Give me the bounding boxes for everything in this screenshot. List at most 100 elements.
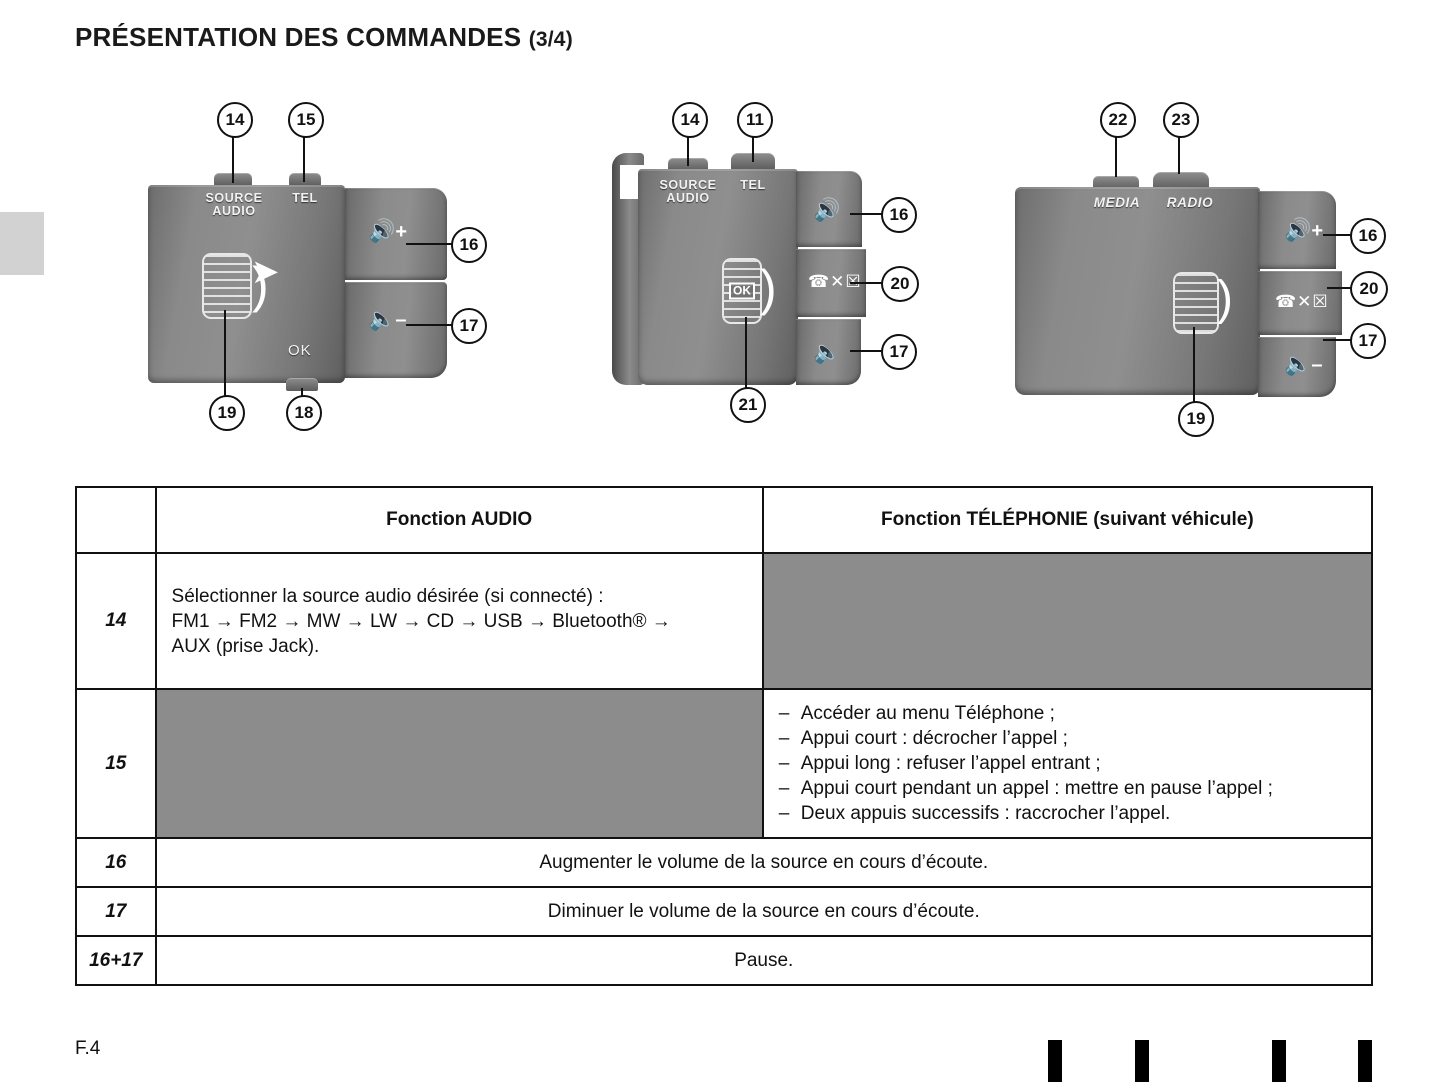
telephone-function-list: –Accéder au menu Téléphone ; –Appui cour… — [779, 701, 1356, 826]
cell-text: Diminuer le volume de la source en cours… — [547, 901, 980, 922]
audio-text: AUDIO — [666, 191, 710, 205]
volume-up-rocker[interactable] — [796, 171, 862, 247]
section-edge-tab — [0, 212, 44, 275]
source-audio-label: SOURCE AUDIO — [658, 179, 718, 205]
leader-line-20 — [850, 282, 910, 284]
print-registration-bar-2 — [1135, 1040, 1149, 1082]
phone-rocker[interactable] — [1258, 271, 1342, 335]
cell-text: –Accéder au menu Téléphone ; –Appui cour… — [765, 691, 1370, 836]
callout-label: 17 — [459, 316, 479, 335]
dash-marker: – — [778, 703, 790, 724]
row-number-16-17: 16+17 — [75, 935, 157, 986]
scroll-wheel-icon — [202, 253, 252, 319]
callout-label: 22 — [1108, 110, 1128, 129]
cell-span-16: Augmenter le volume de la source en cour… — [154, 837, 1374, 888]
print-registration-bar-3 — [1272, 1040, 1286, 1082]
table-row: 14 Sélectionner la source audio désirée … — [75, 552, 1374, 690]
callout-label: 14 — [225, 110, 245, 129]
header-cell-tel: Fonction TÉLÉPHONIE (suivant véhicule) — [761, 486, 1374, 554]
phone-pickup-hangup-icon: ☎✕☒ — [808, 272, 862, 291]
row-number-14: 14 — [75, 552, 157, 690]
cell-span-17: Diminuer le volume de la source en cours… — [154, 886, 1374, 937]
leader-line-19 — [224, 310, 226, 397]
page-title: PRÉSENTATION DES COMMANDES (3/4) — [75, 22, 573, 53]
callout-label: 16 — [459, 235, 479, 254]
tel-label: TEL — [736, 179, 770, 192]
callout-label: 20 — [1359, 279, 1379, 298]
leader-line-21 — [745, 317, 747, 389]
diagram-steering-column-control-right: 22 23 MEDIA RADIO — [1005, 95, 1405, 445]
media-label: MEDIA — [1082, 195, 1152, 210]
cell-text: Sélectionner la source audio désirée (si… — [158, 574, 761, 669]
page-title-suffix: (3/4) — [528, 28, 573, 51]
callout-label: 15 — [296, 110, 316, 129]
dash-marker: – — [778, 728, 790, 749]
radio-button[interactable] — [1153, 172, 1209, 190]
cell-tel-15: –Accéder au menu Téléphone ; –Appui cour… — [761, 688, 1374, 839]
wheel-arc-icon: ) — [1217, 272, 1233, 325]
cell-audio-14: Sélectionner la source audio désirée (si… — [154, 552, 764, 690]
leader-line-23 — [1178, 134, 1180, 174]
volume-down-icon: 🔈 — [813, 339, 841, 364]
callout-11: 11 — [737, 102, 773, 138]
callout-label: 16 — [889, 205, 909, 224]
callout-19: 19 — [209, 395, 245, 431]
audio-text: AUDIO — [212, 204, 256, 218]
header-cell-audio: Fonction AUDIO — [154, 486, 764, 554]
list-item-label: Accéder au menu Téléphone ; — [800, 703, 1055, 724]
table-row: 17 Diminuer le volume de la source en co… — [75, 886, 1374, 937]
phone-pickup-hangup-icon: ☎✕☒ — [1275, 292, 1329, 311]
volume-down-rocker[interactable] — [345, 282, 447, 378]
leader-line-16 — [406, 243, 481, 245]
leader-line-19 — [1193, 327, 1195, 403]
cell-text: Augmenter le volume de la source en cour… — [539, 852, 989, 873]
diagram-steering-column-control-left: 14 15 SOURCE AUDIO TEL — [140, 95, 500, 445]
list-item: –Appui court : décrocher l’appel ; — [779, 726, 1356, 751]
volume-down-rocker[interactable] — [796, 319, 861, 385]
audio-line-1: Sélectionner la source audio désirée (si… — [171, 585, 604, 607]
callout-21: 21 — [730, 387, 766, 423]
table-row: 16+17 Pause. — [75, 935, 1374, 986]
source-text: SOURCE — [659, 178, 717, 192]
callout-16: 16 — [451, 227, 487, 263]
table-header-row: Fonction AUDIO Fonction TÉLÉPHONIE (suiv… — [75, 486, 1374, 554]
row-number-17: 17 — [75, 886, 157, 937]
volume-down-icon: 🔈– — [368, 306, 407, 332]
cell-tel-14-empty — [761, 552, 1374, 690]
ok-button-nub[interactable] — [286, 378, 318, 391]
scroll-wheel-icon — [1173, 272, 1219, 334]
ok-wheel-label: OK — [729, 282, 755, 300]
callout-label: 14 — [680, 110, 700, 129]
media-button[interactable] — [1093, 176, 1139, 190]
ok-label: OK — [288, 342, 312, 359]
leader-line-15 — [303, 134, 305, 182]
tel-text: TEL — [292, 191, 318, 205]
row-number-16: 16 — [75, 837, 157, 888]
callout-label: 19 — [217, 403, 237, 422]
callout-17: 17 — [1350, 323, 1386, 359]
volume-up-rocker[interactable] — [345, 188, 447, 280]
callout-label: 16 — [1358, 226, 1378, 245]
volume-down-rocker[interactable] — [1258, 337, 1336, 397]
leader-line-18 — [301, 388, 303, 397]
control-stalk-body — [1015, 187, 1260, 395]
list-item-label: Appui court pendant un appel : mettre en… — [800, 778, 1273, 799]
callout-20: 20 — [881, 266, 919, 302]
tel-label: TEL — [288, 192, 322, 205]
callout-label: 20 — [890, 274, 910, 293]
callout-15: 15 — [288, 102, 324, 138]
tel-button[interactable] — [289, 173, 321, 186]
volume-up-rocker[interactable] — [1258, 191, 1336, 269]
leader-line-14 — [687, 134, 689, 166]
functions-table: Fonction AUDIO Fonction TÉLÉPHONIE (suiv… — [75, 486, 1374, 986]
callout-label: 19 — [1186, 409, 1206, 428]
list-item: –Appui long : refuser l’appel entrant ; — [779, 751, 1356, 776]
media-text: MEDIA — [1093, 195, 1141, 210]
diagram-steering-column-control-middle: 14 11 SOURCE AUDIO — [600, 95, 940, 445]
page-title-main: PRÉSENTATION DES COMMANDES — [75, 22, 522, 52]
dash-marker: – — [778, 778, 790, 799]
volume-up-icon: 🔊 — [813, 197, 841, 222]
callout-22: 22 — [1100, 102, 1136, 138]
callout-18: 18 — [286, 395, 322, 431]
leader-line-11 — [752, 134, 754, 162]
